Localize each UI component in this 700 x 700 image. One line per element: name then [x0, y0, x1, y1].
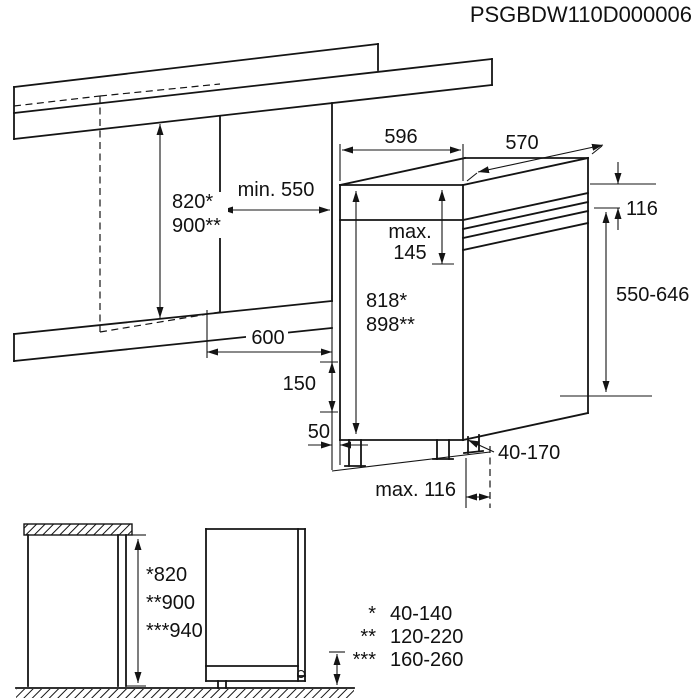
dim-worktop-depth: 600	[251, 327, 284, 349]
label-mask	[166, 192, 228, 238]
niche-walls	[219, 102, 333, 313]
legend-range-1: 40-140	[390, 603, 452, 625]
dim-top-clearance: 116	[626, 198, 658, 220]
label-mask	[386, 222, 436, 262]
dim-niche-height-1: 820*	[172, 191, 213, 213]
drawing-number: PSGBDW110D000006	[470, 2, 692, 27]
dim-plinth-recess-max: max. 116	[375, 479, 456, 501]
dishwasher-side-face	[461, 157, 590, 442]
dim-appliance-height-2: 898**	[366, 314, 415, 336]
legend-stars-3: ***	[353, 649, 377, 671]
foot-adjuster-screw	[296, 669, 306, 679]
legend-stars-2: **	[360, 626, 376, 648]
legend-range-2: 120-220	[390, 626, 463, 648]
appliance-side-view	[205, 528, 345, 689]
dim-niche-depth-min: min. 550	[238, 179, 315, 201]
worktop-cross-section	[23, 523, 133, 536]
side-view-height-option-2: **900	[146, 592, 195, 614]
dishwasher-top-face	[338, 156, 590, 187]
side-view-height-option-1: *820	[146, 564, 187, 586]
dim-door-strip-max-value: 145	[393, 242, 426, 264]
dimension-lines	[156, 124, 656, 501]
dim-plinth-height: 150	[283, 373, 316, 395]
legend-stars-1: *	[368, 603, 376, 625]
worktop-outline	[13, 43, 493, 140]
dim-rear-foot-range: 40-170	[498, 442, 560, 464]
dim-front-gap: 50	[308, 421, 330, 443]
legend: * 40-140 ** 120-220 *** 160-260	[353, 603, 464, 671]
ground-hatch	[15, 687, 355, 698]
worktop-side-view	[23, 523, 146, 687]
label-mask	[246, 330, 288, 348]
dim-furniture-door-range: 550-646	[616, 284, 689, 306]
dim-niche-height-2: 900**	[172, 215, 221, 237]
legend-range-3: 160-260	[390, 649, 463, 671]
dim-door-strip-max-label: max.	[388, 221, 431, 243]
side-view-height-option-3: ***940	[146, 620, 203, 642]
niche-hidden-edges	[13, 83, 221, 333]
dim-appliance-height-1: 818*	[366, 290, 407, 312]
dim-top-depth: 570	[505, 132, 538, 154]
dim-appliance-width: 596	[384, 126, 417, 148]
